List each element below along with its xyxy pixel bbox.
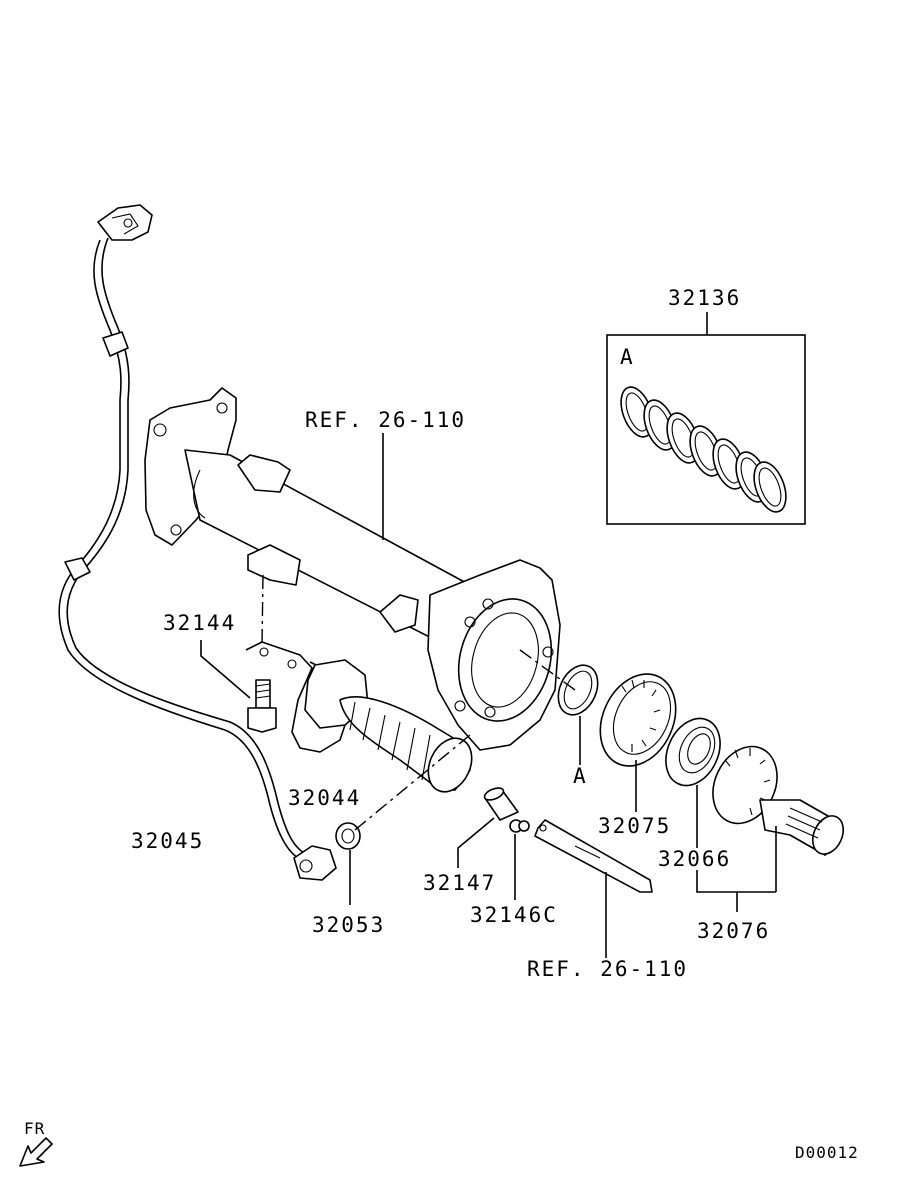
sleeve-32075[interactable] <box>586 662 690 779</box>
label-32044: 32044 <box>288 786 361 810</box>
bearing-32066[interactable] <box>656 710 731 795</box>
diagram-id: D00012 <box>795 1143 859 1162</box>
plug-32146c[interactable] <box>509 819 530 833</box>
slave-cylinder-32044[interactable] <box>245 641 480 799</box>
label-32147: 32147 <box>423 871 496 895</box>
label-callout-a: A <box>573 764 588 788</box>
wire-harness-32045[interactable] <box>58 204 337 881</box>
label-32144: 32144 <box>163 611 236 635</box>
bolt-32144[interactable] <box>247 679 277 733</box>
inset-box-32136 <box>606 312 806 525</box>
label-inset-callout: A <box>620 345 635 369</box>
label-32066: 32066 <box>658 847 731 871</box>
label-ref-shaft: REF. 26-110 <box>527 957 688 981</box>
transfer-housing[interactable] <box>144 387 565 751</box>
label-32053: 32053 <box>312 913 385 937</box>
label-32146c: 32146C <box>470 903 558 927</box>
washer-32053[interactable] <box>335 822 361 850</box>
snap-ring-a[interactable] <box>551 659 606 721</box>
label-32076: 32076 <box>697 919 770 943</box>
output-shaft-32076[interactable] <box>701 736 849 859</box>
bushing-32147[interactable] <box>483 786 519 821</box>
label-32075: 32075 <box>598 814 671 838</box>
label-ref-housing: REF. 26-110 <box>305 408 466 432</box>
label-32136-inset: 32136 <box>668 286 741 310</box>
label-fr: FR <box>24 1119 45 1138</box>
front-direction-arrow-icon <box>19 1137 53 1167</box>
shift-rod[interactable] <box>534 819 653 893</box>
label-32045: 32045 <box>131 829 204 853</box>
spring-rings-32136[interactable] <box>615 383 792 516</box>
